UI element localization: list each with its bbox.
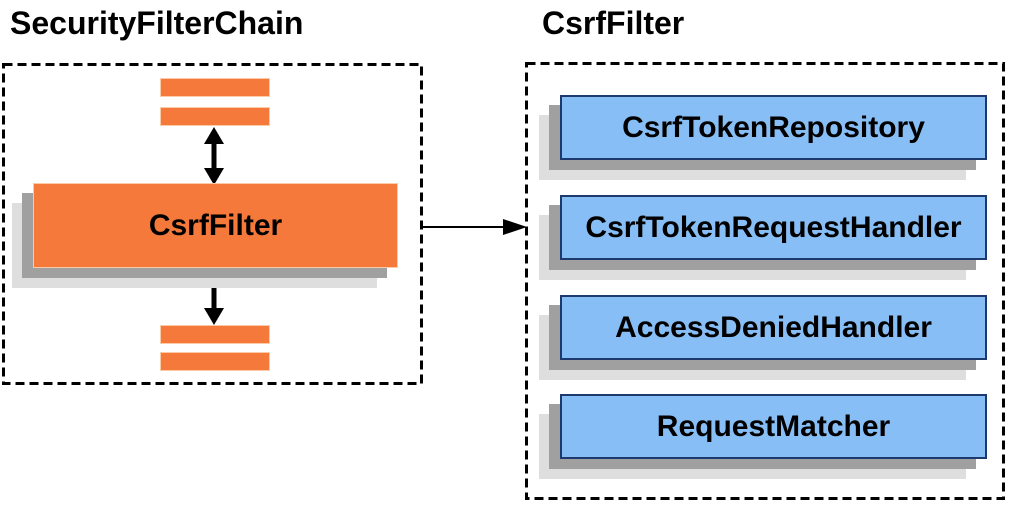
- csrf-filter-node: CsrfFilter: [12, 183, 398, 288]
- component-csrf-token-repository: CsrfTokenRepository: [539, 95, 987, 180]
- component-request-matcher: RequestMatcher: [539, 394, 987, 479]
- filter-chain-bar: [160, 325, 270, 344]
- bidirectional-arrow-icon: [201, 127, 227, 190]
- component-label: AccessDeniedHandler: [560, 295, 987, 360]
- filter-chain-bar: [160, 352, 270, 371]
- flow-arrow-icon: [423, 219, 527, 240]
- filter-chain-bar: [160, 107, 270, 126]
- component-label: CsrfTokenRepository: [560, 95, 987, 160]
- dashed-border: [2, 63, 423, 385]
- component-label: RequestMatcher: [560, 394, 987, 459]
- security-filter-chain-title: SecurityFilterChain: [10, 5, 304, 41]
- dashed-border: [525, 62, 1005, 500]
- security-filter-chain-boundary: [2, 63, 423, 385]
- csrf-filter-title: CsrfFilter: [542, 5, 685, 41]
- filter-chain-bar: [160, 78, 270, 97]
- component-access-denied-handler: AccessDeniedHandler: [539, 295, 987, 380]
- csrf-filter-node-label: CsrfFilter: [33, 183, 398, 268]
- csrf-filter-boundary: [525, 62, 1005, 500]
- component-label: CsrfTokenRequestHandler: [560, 195, 987, 260]
- component-csrf-token-request-handler: CsrfTokenRequestHandler: [539, 195, 987, 280]
